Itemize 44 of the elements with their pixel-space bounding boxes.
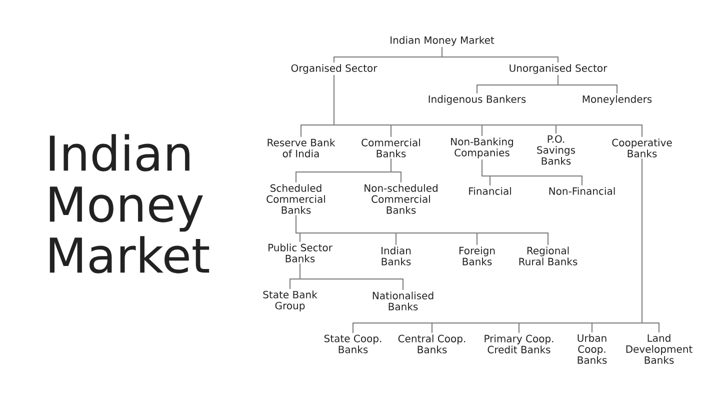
- connector-line: [390, 124, 392, 138]
- node-label: Reserve Bank of India: [268, 138, 336, 158]
- node-label: Indian Banks: [382, 246, 411, 266]
- node-label: Organised Sector: [291, 64, 378, 74]
- node-label: Non-Financial: [549, 187, 615, 195]
- node-label: Land Development Banks: [626, 334, 692, 364]
- connector-line: [300, 75, 642, 126]
- connector-line: [352, 158, 660, 324]
- node-label: Commercial Banks: [362, 138, 420, 158]
- node-label: Primary Coop. Credit Banks: [484, 334, 554, 354]
- node-label: Foreign Banks: [459, 246, 495, 266]
- title: Indian Money Market: [50, 134, 210, 274]
- node-label: Nationalised Banks: [372, 292, 434, 310]
- node-label: Moneylenders: [582, 95, 652, 105]
- connector-line: [616, 84, 618, 94]
- connector-line: [658, 322, 660, 333]
- node-label: Indigenous Bankers: [428, 95, 526, 105]
- connector-line: [296, 215, 548, 234]
- connector-line: [482, 160, 582, 176]
- node-label: Scheduled Commercial Banks: [266, 184, 325, 214]
- node-label: State Coop. Banks: [324, 334, 382, 354]
- node-label: Non-scheduled Commercial Banks: [364, 184, 438, 214]
- node-label: Indian Money Market: [390, 36, 494, 46]
- connector-line: [334, 47, 558, 58]
- connector-line: [518, 322, 520, 334]
- node-label: Unorganised Sector: [510, 64, 608, 74]
- node-label: Non-Banking Companies: [451, 138, 513, 158]
- connector-line: [300, 124, 302, 138]
- node-label: Regional Rural Banks: [519, 246, 578, 266]
- connector-line: [400, 172, 402, 183]
- connector-line: [476, 84, 478, 94]
- connector-line: [290, 264, 404, 280]
- connector-line: [476, 232, 478, 246]
- connector-line: [476, 75, 618, 86]
- connector-line: [402, 278, 404, 290]
- connector-line: [296, 158, 402, 172]
- node-label: P.O. Savings Banks: [537, 135, 576, 165]
- node-label: Public Sector Banks: [268, 244, 332, 262]
- node-label: State Bank Group: [263, 290, 318, 312]
- node-label: Urban Coop. Banks: [578, 334, 607, 364]
- connector-line: [352, 322, 354, 334]
- node-label: Cooperative Banks: [612, 138, 672, 158]
- node-label: Central Coop. Banks: [398, 334, 466, 354]
- node-label: Financial: [469, 187, 511, 195]
